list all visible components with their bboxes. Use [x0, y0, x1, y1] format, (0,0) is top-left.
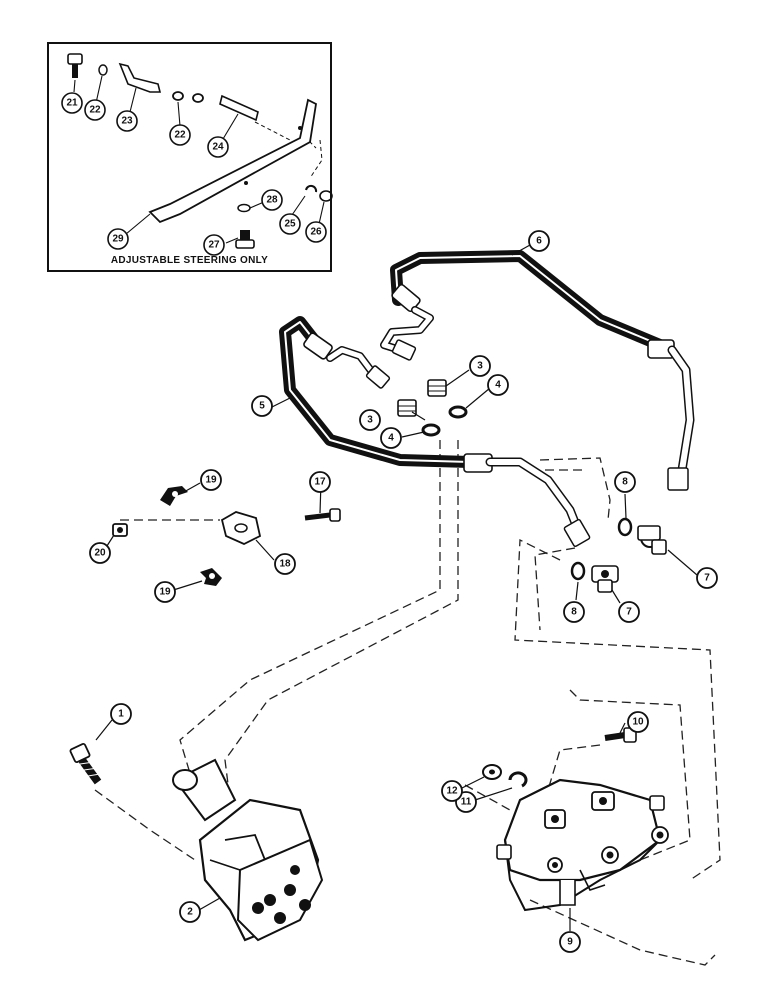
bracket-23 [118, 62, 162, 93]
svg-text:26: 26 [310, 227, 322, 238]
valve-body-9 [496, 778, 669, 912]
capscrew-1 [69, 743, 102, 785]
lockwasher-25 [305, 184, 318, 193]
plate-18 [220, 511, 262, 545]
elbow-7-upper [637, 525, 667, 555]
svg-text:22: 22 [174, 130, 186, 141]
svg-text:1: 1 [118, 709, 124, 720]
callout-19-lower: 19 [154, 581, 176, 603]
inset-callout-28: 28 [261, 189, 283, 211]
svg-text:2: 2 [187, 907, 193, 918]
callout-7-lower: 7 [618, 601, 640, 623]
inset-callout-24: 24 [207, 136, 229, 158]
callout-8-upper: 8 [614, 471, 636, 493]
callout-18: 18 [274, 553, 296, 575]
inset-parts [67, 53, 333, 249]
svg-text:18: 18 [279, 559, 291, 570]
hose-6 [380, 250, 695, 491]
svg-text:23: 23 [121, 116, 133, 127]
svg-text:29: 29 [112, 234, 124, 245]
svg-text:4: 4 [495, 380, 501, 391]
callout-19-upper: 19 [200, 469, 222, 491]
svg-text:27: 27 [208, 240, 220, 251]
nut-20 [112, 523, 128, 537]
capscrew-17 [304, 508, 341, 522]
callout-4-lower: 4 [380, 427, 402, 449]
callout-20: 20 [89, 542, 111, 564]
svg-text:4: 4 [388, 433, 394, 444]
washer-22-b [172, 91, 184, 101]
o-ring-8-upper [617, 517, 633, 537]
elbow-7-lower [591, 565, 619, 593]
callout-17: 17 [309, 471, 331, 493]
inset-callout-22-a: 22 [84, 99, 106, 121]
svg-text:11: 11 [461, 797, 472, 808]
inset-panel: ADJUSTABLE STEERING ONLY [47, 42, 332, 272]
svg-text:19: 19 [205, 475, 217, 486]
callout-1: 1 [110, 703, 132, 725]
fitting-3-lower [397, 399, 417, 417]
callout-10: 10 [627, 711, 649, 733]
callout-6: 6 [528, 230, 550, 252]
svg-text:3: 3 [477, 361, 483, 372]
svg-text:25: 25 [284, 219, 296, 230]
callout-9: 9 [559, 931, 581, 953]
inset-callout-26: 26 [305, 221, 327, 243]
svg-text:9: 9 [567, 937, 573, 948]
svg-text:20: 20 [94, 548, 106, 559]
o-ring-4-lower [421, 423, 441, 437]
svg-text:22: 22 [89, 105, 101, 116]
callout-3-upper: 3 [469, 355, 491, 377]
bracket-29 [148, 98, 317, 224]
inset-callout-22-b: 22 [169, 124, 191, 146]
svg-text:24: 24 [212, 142, 224, 153]
callout-5: 5 [251, 395, 273, 417]
nut-26 [319, 190, 333, 202]
svg-text:17: 17 [314, 477, 326, 488]
washer-22-c [192, 93, 204, 103]
svg-text:6: 6 [536, 236, 542, 247]
svg-text:19: 19 [159, 587, 171, 598]
bolt-27 [235, 230, 255, 249]
inset-callout-29: 29 [107, 228, 129, 250]
inset-callout-27: 27 [203, 234, 225, 256]
svg-text:12: 12 [446, 786, 458, 797]
o-ring-8-lower [570, 561, 586, 581]
inset-caption: ADJUSTABLE STEERING ONLY [110, 255, 269, 266]
svg-text:8: 8 [622, 477, 628, 488]
inset-callout-25: 25 [279, 213, 301, 235]
callout-3-lower: 3 [359, 409, 381, 431]
bolt-21 [67, 53, 83, 78]
washer-22-a [98, 64, 108, 76]
callout-8-lower: 8 [563, 601, 585, 623]
svg-text:21: 21 [66, 98, 78, 109]
callout-12: 12 [441, 780, 463, 802]
clamp-19-lower [200, 568, 222, 586]
clamp-19-upper [160, 486, 188, 506]
svg-text:7: 7 [704, 573, 710, 584]
inset-callout-21: 21 [61, 92, 83, 114]
callout-2: 2 [179, 901, 201, 923]
svg-text:10: 10 [632, 717, 644, 728]
nut-12 [482, 764, 502, 780]
svg-text:7: 7 [626, 607, 632, 618]
svg-text:8: 8 [571, 607, 577, 618]
callout-4-upper: 4 [487, 374, 509, 396]
callout-7-upper: 7 [696, 567, 718, 589]
hose-routing-lines [94, 440, 721, 966]
lockwasher-11 [508, 771, 528, 788]
inset-callout-23: 23 [116, 110, 138, 132]
o-ring-4-upper [448, 405, 468, 419]
svg-text:28: 28 [266, 195, 278, 206]
callouts [95, 244, 698, 931]
steering-unit-2 [172, 758, 324, 942]
svg-text:5: 5 [259, 401, 265, 412]
fitting-3-upper [427, 379, 447, 397]
hose-5 [279, 316, 591, 548]
sleeve-24 [219, 94, 259, 122]
svg-text:3: 3 [367, 415, 373, 426]
